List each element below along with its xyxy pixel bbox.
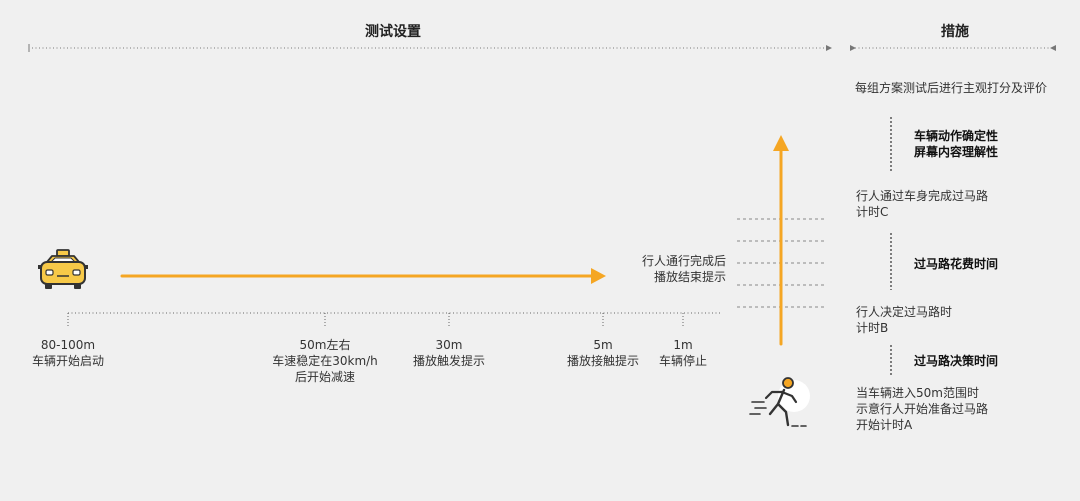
timeline-label-5m: 5m 播放接触提示 <box>553 337 653 369</box>
timeline-distance: 1m <box>673 338 693 352</box>
timeline-distance: 5m <box>593 338 613 352</box>
end-prompt-label: 行人通行完成后 播放结束提示 <box>600 253 726 285</box>
timeline-label-30m: 30m 播放触发提示 <box>394 337 504 369</box>
timeline-label-start: 80-100m 车辆开始启动 <box>5 337 131 369</box>
timer-a-line: 开始计时A <box>856 418 913 432</box>
taxi-icon <box>38 249 88 289</box>
pedestrian-path-arrow <box>773 135 789 346</box>
timeline-desc: 播放接触提示 <box>566 354 639 368</box>
timeline-label-1m: 1m 车辆停止 <box>648 337 718 369</box>
timeline-distance: 30m <box>435 338 463 352</box>
measures-header: 措施 <box>941 24 969 40</box>
setup-header: 测试设置 <box>365 24 421 40</box>
timeline-desc: 车辆停止 <box>658 354 707 368</box>
timer-c-label: 行人通过车身完成过马路 计时C <box>856 188 988 220</box>
timer-a-line: 当车辆进入50m范围时 <box>856 386 979 400</box>
timer-b-label: 行人决定过马路时 计时B <box>856 304 952 336</box>
end-prompt-line: 行人通行完成后 <box>641 254 726 268</box>
timeline-distance: 50m左右 <box>299 338 351 352</box>
timer-c-line: 行人通过车身完成过马路 <box>856 189 989 203</box>
timer-b-line: 行人决定过马路时 <box>856 305 953 319</box>
timeline-desc: 播放触发提示 <box>412 354 485 368</box>
timeline-desc: 后开始减速 <box>294 370 355 384</box>
end-prompt-line: 播放结束提示 <box>653 270 726 284</box>
timer-a-label: 当车辆进入50m范围时 示意行人开始准备过马路 开始计时A <box>856 385 988 433</box>
setup-header-rule <box>28 44 832 52</box>
running-person-icon <box>749 377 810 427</box>
metric-group: 车辆动作确定性 屏幕内容理解性 <box>914 128 998 160</box>
measures-header-rule <box>850 45 1056 51</box>
timeline-axis <box>67 312 720 326</box>
timeline-label-50m: 50m左右 车速稳定在30km/h 后开始减速 <box>255 337 395 385</box>
decision-time-label: 过马路决策时间 <box>914 354 999 368</box>
crossing-time-label: 过马路花费时间 <box>914 257 999 271</box>
timer-c-line: 计时C <box>856 205 889 219</box>
timeline-desc: 车速稳定在30km/h <box>272 354 378 368</box>
timeline-distance: 80-100m <box>40 338 96 352</box>
metric-item: 屏幕内容理解性 <box>914 145 999 159</box>
timer-b-line: 计时B <box>856 321 889 335</box>
timer-a-line: 示意行人开始准备过马路 <box>856 402 989 416</box>
timeline-desc: 车辆开始启动 <box>31 354 104 368</box>
vehicle-path-arrow <box>120 268 606 284</box>
metric-item: 车辆动作确定性 <box>914 129 999 143</box>
measures-intro: 每组方案测试后进行主观打分及评价 <box>855 81 1048 95</box>
